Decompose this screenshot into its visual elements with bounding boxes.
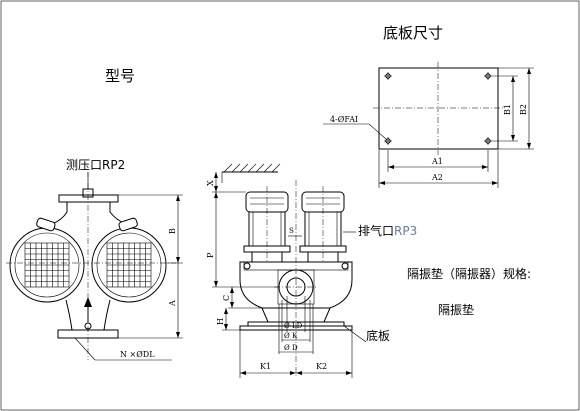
bolt-hole bbox=[484, 137, 492, 145]
dim-P: P bbox=[206, 252, 215, 258]
pressure-port-label: 测压口RP2 bbox=[66, 158, 125, 172]
bolt-hole bbox=[384, 137, 392, 145]
dim-K: Ø K bbox=[284, 332, 298, 340]
dim-B1: B1 bbox=[503, 104, 512, 115]
bolt-hole bbox=[384, 72, 392, 80]
dim-S: S bbox=[289, 227, 294, 235]
isolator-spec-label: 隔振垫（隔振器）规格: bbox=[407, 266, 531, 281]
dim-B2: B2 bbox=[519, 104, 528, 115]
bolt-hole bbox=[484, 72, 492, 80]
left-grid bbox=[24, 242, 70, 288]
base-plate-label: 底板 bbox=[366, 328, 390, 343]
dim-X: X bbox=[206, 180, 215, 186]
dim-LD: Ø LD bbox=[284, 322, 303, 330]
dim-A: A bbox=[168, 300, 177, 307]
flange-holes-label: N ×ØDL bbox=[120, 350, 155, 359]
dim-A2: A2 bbox=[431, 173, 443, 182]
base-plate-view: 4-ØFAI A1 A2 B1 B2 bbox=[323, 62, 534, 188]
dim-K2: K2 bbox=[316, 362, 327, 371]
dim-H: H bbox=[216, 318, 225, 325]
vent-label: 排气口RP3 bbox=[358, 223, 417, 238]
dim-K1: K1 bbox=[260, 362, 271, 371]
dim-B: B bbox=[168, 228, 177, 234]
dim-C: C bbox=[222, 295, 231, 301]
bolt-holes-label: 4-ØFAI bbox=[330, 115, 358, 124]
dim-A1: A1 bbox=[431, 157, 443, 166]
dim-D: Ø D bbox=[284, 344, 298, 352]
isolator-pad-label: 隔振垫 bbox=[438, 302, 474, 317]
pump-side-view: X P C H S Ø LD Ø K Ø D bbox=[206, 163, 417, 378]
inlet-flange bbox=[57, 329, 119, 339]
left-motor bbox=[243, 186, 291, 263]
base-plate-outline bbox=[378, 67, 499, 150]
model-title: 型号 bbox=[105, 67, 135, 85]
pump-front-view: 测压口RP2 B A N ×ØDL bbox=[6, 158, 183, 361]
right-motor bbox=[299, 186, 347, 263]
outlet-flange bbox=[58, 194, 119, 203]
right-grid bbox=[106, 242, 152, 288]
base-size-title: 底板尺寸 bbox=[383, 24, 443, 42]
